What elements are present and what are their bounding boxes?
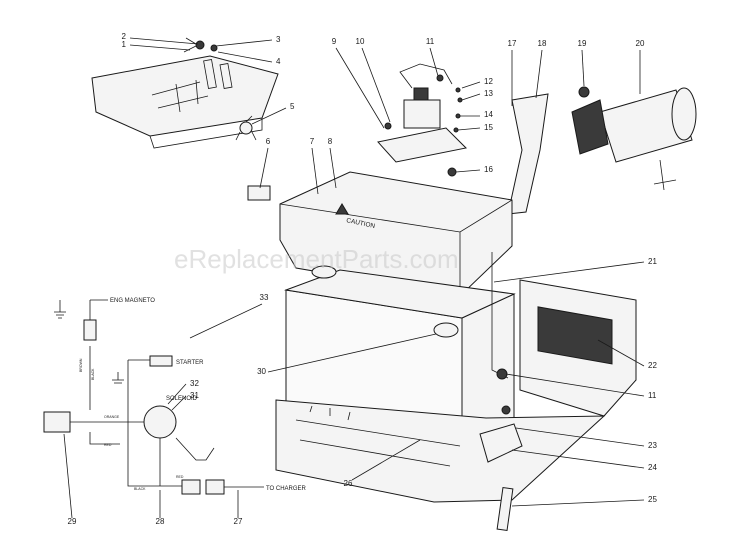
- callout-15: 15: [484, 123, 493, 132]
- svg-text:RED: RED: [176, 475, 184, 479]
- leader-line-18: [535, 49, 543, 99]
- key-icon: [195, 40, 205, 50]
- callout-8: 8: [328, 137, 333, 146]
- callout-33: 33: [260, 293, 269, 302]
- leader-line-7: [311, 147, 319, 195]
- battery-cover: CAUTION: [279, 171, 513, 297]
- solenoid-assembly: [377, 63, 468, 177]
- callout-20: 20: [636, 39, 645, 48]
- callout-1: 1: [122, 40, 127, 49]
- switch-panel: [91, 37, 279, 149]
- callout-19: 19: [578, 39, 587, 48]
- leader-line-9: [335, 47, 385, 129]
- bracket-18: [507, 93, 549, 215]
- leader-line-29: [63, 433, 73, 519]
- leader-line-11: [505, 373, 645, 397]
- svg-text:BLACK: BLACK: [91, 368, 95, 380]
- callout-16: 16: [484, 165, 493, 174]
- callout-31: 31: [190, 391, 199, 400]
- to-charger-label: TO CHARGER: [266, 486, 307, 492]
- callout-21: 21: [648, 257, 657, 266]
- leader-line-16: [455, 169, 481, 173]
- leader-line-22: [597, 339, 645, 367]
- leader-line-15: [457, 127, 481, 131]
- svg-text:ORANGE: ORANGE: [104, 415, 120, 419]
- callout-25: 25: [648, 495, 657, 504]
- callout-4: 4: [276, 57, 281, 66]
- leader-line-25: [511, 499, 645, 507]
- leader-line-21: [493, 261, 645, 283]
- callout-23: 23: [648, 441, 657, 450]
- leader-line-23: [515, 427, 645, 447]
- leader-line-33: [189, 303, 263, 339]
- callout-17: 17: [508, 39, 517, 48]
- callout-7: 7: [310, 137, 315, 146]
- starter-label: STARTER: [176, 360, 204, 366]
- callout-22: 22: [648, 361, 657, 370]
- callout-27: 27: [234, 517, 243, 526]
- terminal-clamp: [433, 322, 459, 338]
- switch-icon: [239, 121, 253, 135]
- wiring-diagram: ENG MAGNETO SOLENOID STARTER TO CHARGER …: [43, 298, 307, 495]
- leader-line-4: [217, 51, 273, 63]
- leader-line-12: [461, 81, 481, 89]
- callout-26: 26: [344, 479, 353, 488]
- callout-32: 32: [190, 379, 199, 388]
- watermark: eReplacementParts.com: [174, 244, 459, 274]
- starter-motor: [571, 86, 697, 191]
- leader-line-13: [461, 93, 481, 101]
- leader-lines: [63, 37, 645, 519]
- svg-text:BLACK: BLACK: [134, 487, 146, 491]
- leader-line-10: [361, 47, 391, 123]
- leader-line-24: [511, 449, 645, 469]
- leader-line-32: [167, 383, 187, 405]
- callout-11: 11: [426, 37, 435, 46]
- callout-6: 6: [266, 137, 271, 146]
- callout-18: 18: [538, 39, 547, 48]
- bracket-6: [247, 185, 271, 201]
- bolt-25: [496, 486, 514, 532]
- solenoid-label: SOLENOID: [166, 396, 198, 402]
- leader-line-26: [351, 439, 421, 481]
- battery-tray: [275, 399, 606, 503]
- callout-12: 12: [484, 77, 493, 86]
- callout-2: 2: [122, 32, 127, 41]
- leader-line-8: [329, 147, 337, 189]
- leader-line-5: [251, 107, 287, 125]
- leader-line-11: [429, 47, 439, 77]
- leader-line-1: [129, 44, 191, 51]
- svg-text:RED: RED: [104, 443, 112, 447]
- leader-line-6: [259, 147, 269, 189]
- callout-28: 28: [156, 517, 165, 526]
- eng-magneto-label: ENG MAGNETO: [110, 298, 155, 304]
- callout-29: 29: [68, 517, 77, 526]
- bracket-23: [479, 423, 523, 463]
- callout-9: 9: [332, 37, 337, 46]
- callout-3: 3: [276, 35, 281, 44]
- callout-30: 30: [257, 367, 266, 376]
- callout-13: 13: [484, 89, 493, 98]
- callout-11: 11: [648, 391, 657, 400]
- leader-line-19: [581, 49, 585, 87]
- leader-line-3: [215, 39, 273, 47]
- leader-line-30: [267, 333, 437, 373]
- svg-text:BROWN: BROWN: [79, 358, 83, 372]
- leader-line-2: [129, 37, 199, 45]
- callout-5: 5: [290, 102, 295, 111]
- callout-24: 24: [648, 463, 657, 472]
- callout-10: 10: [356, 37, 365, 46]
- callout-14: 14: [484, 110, 493, 119]
- leader-line-31: [171, 395, 187, 411]
